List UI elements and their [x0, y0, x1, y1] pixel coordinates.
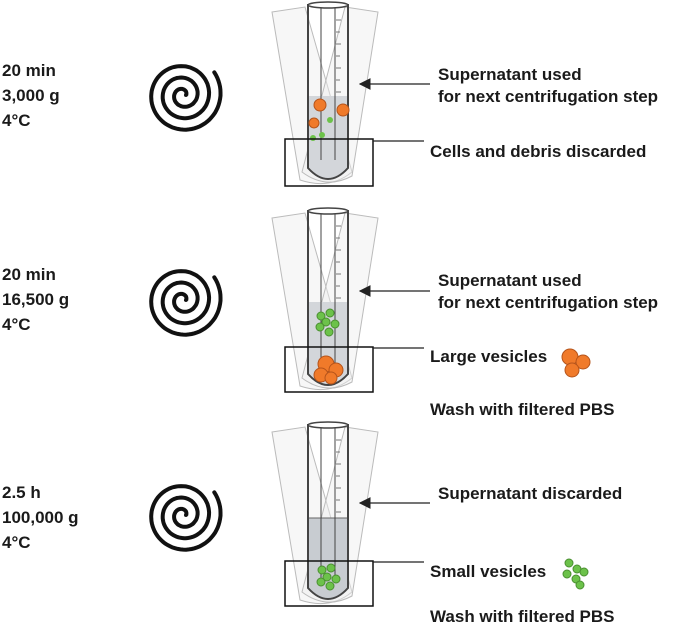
- step-2-pellet-label: Large vesicles: [430, 347, 548, 366]
- step-2-supernatant-label: Supernatant used for next centrifugation…: [438, 271, 659, 312]
- step-1-temperature: 4°C: [2, 111, 31, 130]
- tube-step-2: [271, 207, 379, 393]
- small-vesicle: [327, 117, 333, 123]
- small-vesicle: [319, 132, 325, 138]
- step-2-wash-label: Wash with filtered PBS: [430, 400, 615, 419]
- spiral-icon-step-3: [149, 484, 223, 552]
- step-2-duration: 20 min: [2, 265, 56, 284]
- tube-step-1: [271, 1, 379, 187]
- step-2-temperature: 4°C: [2, 315, 31, 334]
- step-3-force: 100,000 g: [2, 508, 79, 527]
- step-1-supernatant-label: Supernatant used for next centrifugation…: [438, 65, 659, 106]
- spiral-icon-step-1: [149, 64, 223, 132]
- pellet-box: [284, 138, 374, 187]
- step-2-force: 16,500 g: [2, 290, 70, 309]
- large-vesicle: [336, 103, 350, 117]
- small-vesicle: [325, 581, 335, 591]
- step-1-parameters: 20 min 3,000 g 4°C: [2, 58, 60, 133]
- small-vesicles-icon: [562, 558, 589, 590]
- pellet-box: [284, 346, 374, 393]
- step-1-duration: 20 min: [2, 61, 56, 80]
- large-vesicle: [313, 98, 327, 112]
- large-vesicles-icon: [561, 348, 591, 378]
- large-vesicle: [308, 117, 320, 129]
- step-1-force: 3,000 g: [2, 86, 60, 105]
- small-vesicle: [315, 322, 325, 332]
- step-2-parameters: 20 min 16,500 g 4°C: [2, 262, 69, 337]
- step-3-parameters: 2.5 h 100,000 g 4°C: [2, 480, 79, 555]
- small-vesicle: [322, 572, 332, 582]
- small-vesicle: [330, 319, 340, 329]
- step-3-wash-label: Wash with filtered PBS: [430, 607, 615, 626]
- small-vesicle: [310, 135, 316, 141]
- large-vesicle: [324, 371, 338, 385]
- step-3-pellet-label: Small vesicles: [430, 562, 547, 581]
- step-3-temperature: 4°C: [2, 533, 31, 552]
- spiral-icon-step-2: [149, 269, 223, 337]
- small-vesicle: [316, 311, 326, 321]
- small-vesicle: [324, 327, 334, 337]
- pellet-box: [284, 560, 374, 607]
- small-vesicle: [317, 565, 327, 575]
- small-vesicle: [326, 563, 336, 573]
- small-vesicle: [316, 577, 326, 587]
- step-3-supernatant-label: Supernatant discarded: [438, 484, 623, 503]
- small-vesicle: [325, 308, 335, 318]
- step-1-pellet-label: Cells and debris discarded: [430, 142, 647, 161]
- tube-step-3: [271, 421, 379, 607]
- small-vesicle: [321, 317, 331, 327]
- small-vesicle: [331, 574, 341, 584]
- step-3-duration: 2.5 h: [2, 483, 41, 502]
